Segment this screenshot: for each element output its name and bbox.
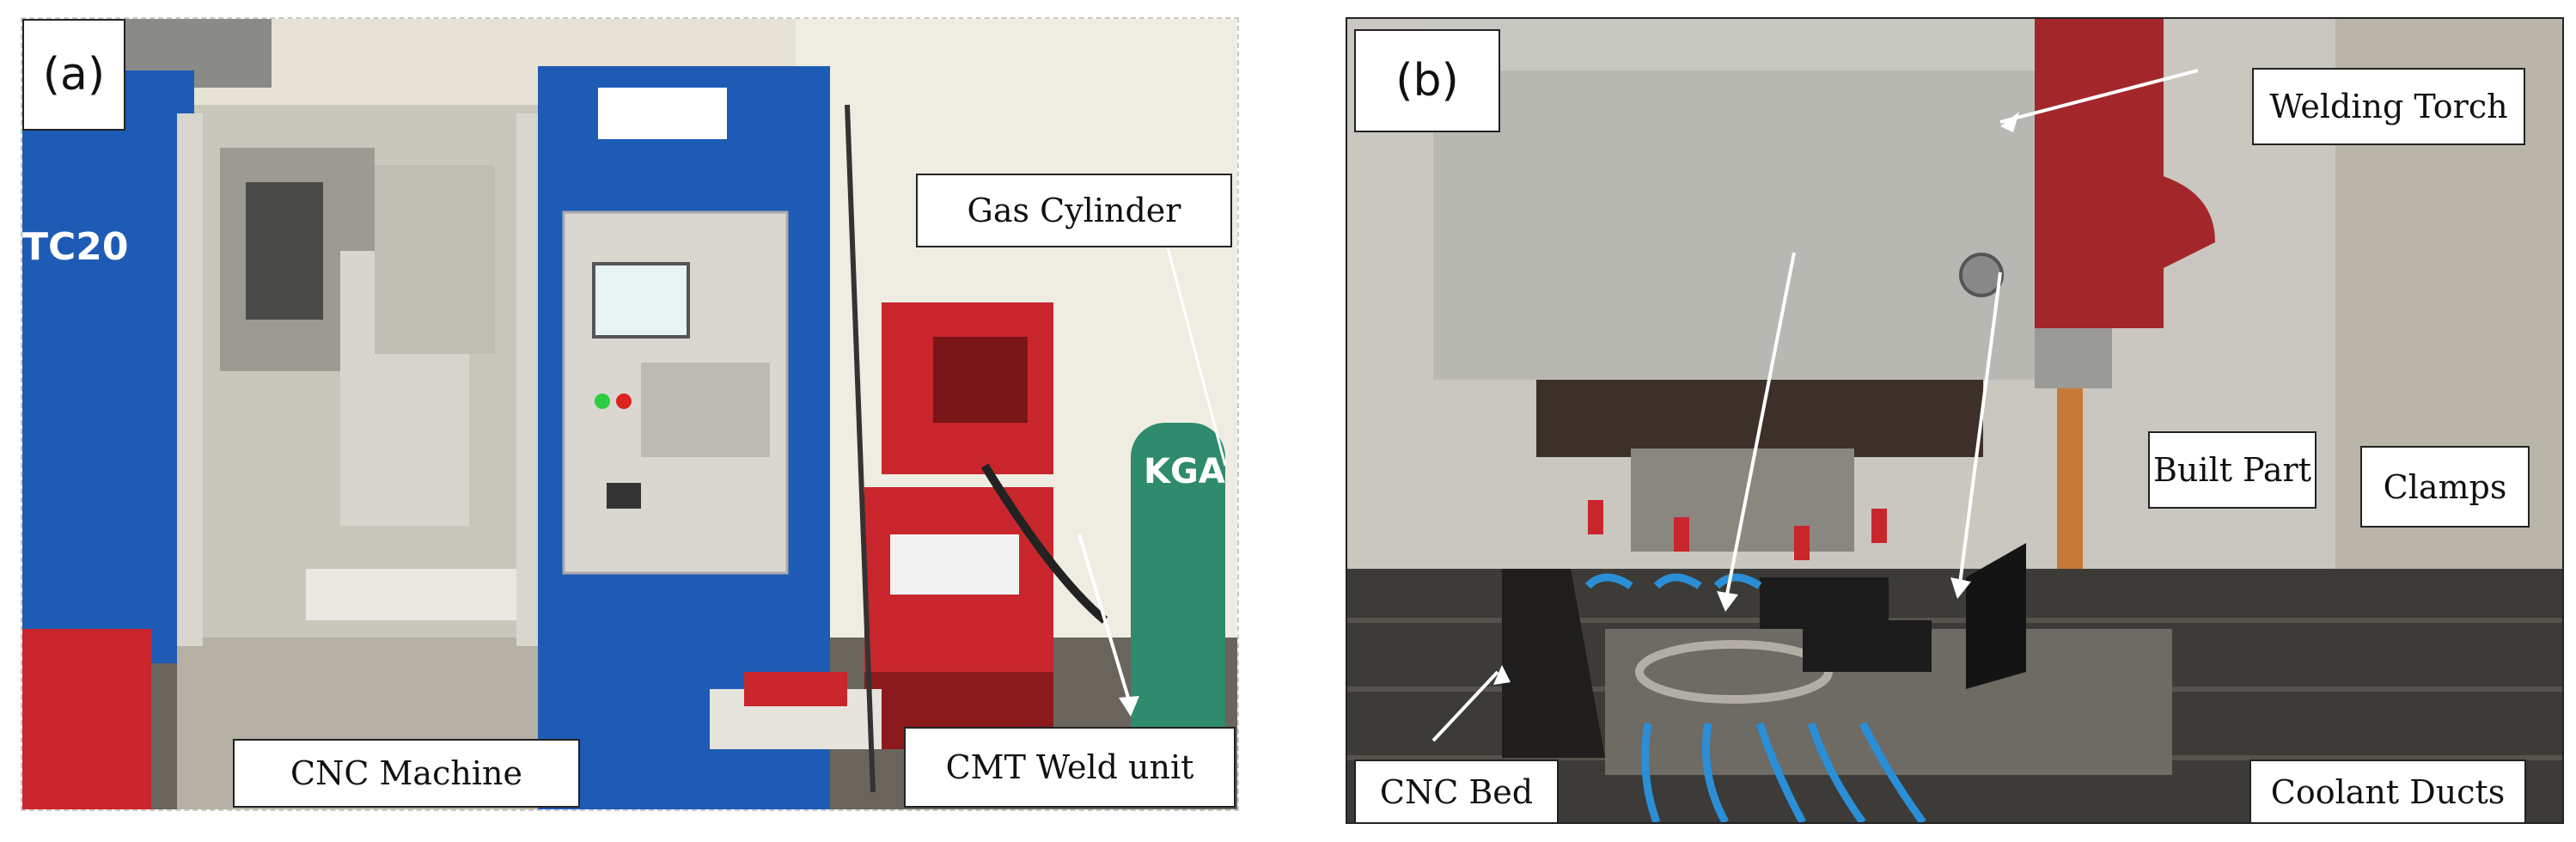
panel-a-tag: (a) xyxy=(22,19,125,131)
welding-torch-label: Welding Torch xyxy=(2252,68,2525,145)
clamps-label: Clamps xyxy=(2360,446,2530,528)
panel-b-photo: (b) Welding Torch Built Part Clamps CNC … xyxy=(1346,17,2564,824)
panel-a-photo: TC20 xyxy=(21,17,1239,811)
cnc-bed-label: CNC Bed xyxy=(1354,760,1559,822)
built-part-label: Built Part xyxy=(2148,431,2317,509)
cylinder-text: KGA xyxy=(1144,452,1225,491)
cmt-weld-unit-label: CMT Weld unit xyxy=(904,727,1236,808)
machine-model-text: TC20 xyxy=(22,225,129,269)
cnc-workshop-photo: TC20 xyxy=(22,19,1237,809)
panel-b-tag: (b) xyxy=(1354,29,1500,132)
gas-cylinder-label: Gas Cylinder xyxy=(916,174,1232,247)
cnc-machine-label: CNC Machine xyxy=(233,739,580,808)
coolant-ducts-label: Coolant Ducts xyxy=(2249,760,2526,822)
